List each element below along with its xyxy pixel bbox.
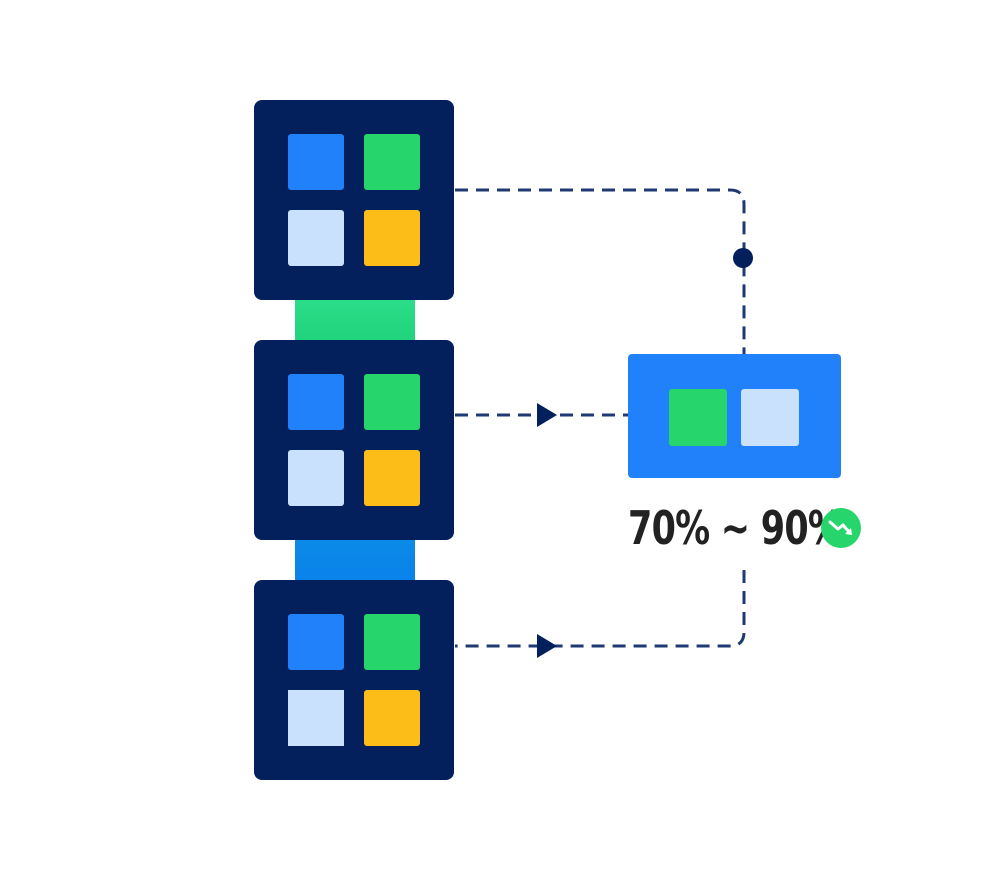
arrowhead-right-icon xyxy=(537,403,557,427)
tile-light xyxy=(288,450,344,506)
arrowhead-right-icon xyxy=(537,634,557,658)
tile-yellow xyxy=(364,690,420,746)
tile-light xyxy=(288,210,344,266)
connector-top xyxy=(455,188,746,354)
tile-green xyxy=(364,614,420,670)
link-blue-bar xyxy=(295,536,415,584)
tile-green xyxy=(364,374,420,430)
server-block-3 xyxy=(254,580,454,780)
link-green-bar xyxy=(295,296,415,344)
tile-blue xyxy=(288,374,344,430)
connector-bottom xyxy=(455,570,746,648)
tile-green xyxy=(364,134,420,190)
tile-blue xyxy=(288,614,344,670)
server-block-1 xyxy=(254,100,454,300)
tile-light xyxy=(288,690,344,746)
tile-blue xyxy=(288,134,344,190)
reduction-percentage-label: 70% ~ 90% xyxy=(628,501,843,555)
tile-yellow xyxy=(364,210,420,266)
tile-yellow xyxy=(364,450,420,506)
server-block-2 xyxy=(254,340,454,540)
trend-down-icon xyxy=(821,508,861,548)
tile-light xyxy=(741,389,799,446)
tile-green xyxy=(669,389,727,446)
storage-block xyxy=(628,354,841,478)
junction-dot-icon xyxy=(733,248,753,268)
